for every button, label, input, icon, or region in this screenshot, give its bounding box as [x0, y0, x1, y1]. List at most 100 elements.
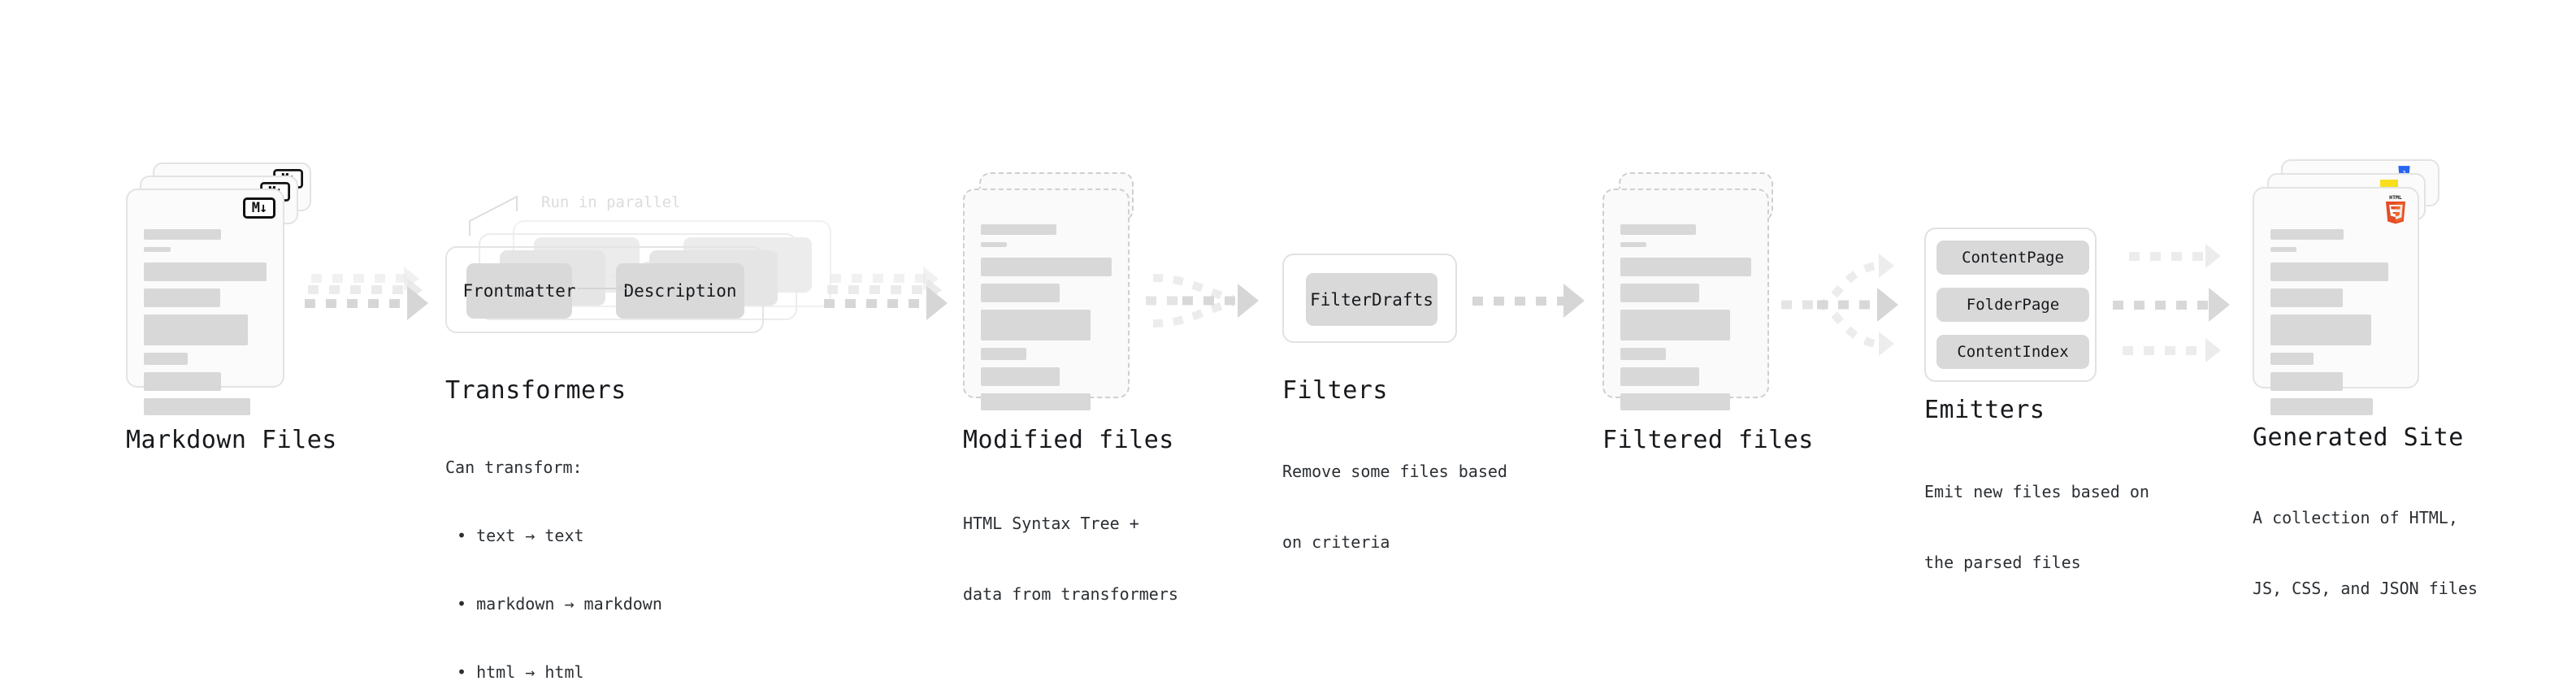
stage-modified-files: [963, 172, 1150, 424]
skeleton-bar: [1620, 393, 1731, 410]
arrow-line: [308, 285, 407, 294]
site-file-card-html: HTML: [2253, 187, 2419, 415]
connector-filters-to-filtered: [1472, 284, 1602, 319]
desc-line: • text → text: [457, 526, 584, 545]
arrow-line: [2129, 252, 2209, 261]
skeleton-bar: [2270, 262, 2388, 281]
desc-line: the parsed files: [1924, 553, 2081, 572]
stage-title-modified-files: Modified files: [963, 426, 1174, 454]
arrow-line: [827, 285, 926, 294]
run-in-parallel-bracket: [469, 195, 518, 236]
desc-line: on criteria: [1282, 532, 1390, 552]
skeleton-bar: [2270, 398, 2373, 415]
html5-icon: HTML: [2386, 194, 2405, 224]
arrow-head: [1879, 254, 1894, 278]
markdown-icon: M↓: [243, 197, 275, 219]
emitter-node-folderpage[interactable]: FolderPage: [1936, 288, 2089, 322]
desc-line: Can transform:: [445, 458, 583, 477]
stage-desc-filters: Remove some files based on criteria: [1282, 413, 1507, 601]
skeleton-bar: [144, 398, 251, 415]
connector-md-to-transformers: [305, 267, 441, 328]
markdown-file-card-front: M↓: [126, 189, 284, 415]
skeleton-bar: [144, 288, 220, 307]
arrow-head: [1877, 288, 1898, 322]
emitter-node-contentpage[interactable]: ContentPage: [1936, 241, 2089, 275]
arrow-line: [305, 299, 407, 308]
skeleton-bar: [2270, 247, 2297, 252]
stage-generated-site: 3 JS HTML: [2253, 159, 2456, 419]
skeleton-bar: [144, 229, 222, 240]
connector-transformers-to-modified: [824, 267, 961, 328]
arrow-head: [1563, 284, 1585, 318]
skeleton-bar: [2270, 288, 2343, 307]
desc-line: JS, CSS, and JSON files: [2253, 579, 2478, 598]
skeleton-bar: [981, 242, 1008, 247]
arrow-head: [2205, 338, 2221, 362]
stage-desc-transformers: Can transform: • text → text • markdown …: [445, 410, 662, 681]
skeleton-bar: [981, 367, 1060, 386]
arrow-head: [1879, 332, 1894, 356]
file-skeleton-bars: [981, 224, 1112, 418]
transformer-node-frontmatter[interactable]: Frontmatter: [462, 263, 576, 319]
skeleton-bar: [981, 224, 1057, 235]
stage-markdown-files: M↓ M↓ M↓: [126, 163, 313, 415]
file-skeleton-bars: [2270, 229, 2401, 423]
connector-modified-to-filters: [1142, 268, 1288, 333]
connector-filtered-to-emitters: [1780, 240, 1926, 370]
skeleton-bar: [2270, 353, 2314, 365]
arrow-head: [407, 286, 428, 320]
arrow-line: [2113, 301, 2212, 310]
skeleton-bar: [2270, 372, 2343, 391]
skeleton-bar: [2270, 229, 2344, 240]
skeleton-bar: [144, 372, 222, 391]
file-skeleton-bars: [1620, 224, 1751, 418]
connector-emitters-to-site: [2113, 241, 2251, 371]
skeleton-bar: [1620, 242, 1647, 247]
arrow-head: [2205, 244, 2221, 268]
arrow-line: [824, 299, 926, 308]
transformer-box-front: Frontmatter Description: [445, 246, 764, 333]
arrow-head: [2209, 288, 2230, 322]
stage-title-filtered-files: Filtered files: [1602, 426, 1814, 454]
stage-title-markdown-files: Markdown Files: [126, 426, 337, 454]
arrow-line: [2123, 346, 2209, 355]
skeleton-bar: [144, 314, 249, 345]
arrow-line: [830, 274, 926, 283]
skeleton-bar: [1620, 348, 1667, 360]
arrow-head: [926, 286, 948, 320]
stage-desc-modified-files: HTML Syntax Tree + data from transformer…: [963, 465, 1178, 653]
stage-desc-generated-site: A collection of HTML, JS, CSS, and JSON …: [2253, 459, 2478, 648]
desc-line: • markdown → markdown: [457, 594, 662, 614]
skeleton-bar: [981, 258, 1112, 276]
filter-node-filterdrafts[interactable]: FilterDrafts: [1306, 273, 1438, 326]
skeleton-bar: [1620, 224, 1697, 235]
fan-in-paths: [1146, 274, 1238, 327]
desc-line: Remove some files based: [1282, 462, 1507, 481]
skeleton-bar: [981, 284, 1060, 302]
skeleton-bar: [144, 262, 267, 281]
stage-title-emitters: Emitters: [1924, 396, 2045, 424]
skeleton-bar: [981, 348, 1027, 360]
desc-line: HTML Syntax Tree +: [963, 514, 1139, 533]
filtered-file-card-front: [1602, 189, 1769, 410]
desc-line: Emit new files based on: [1924, 482, 2149, 501]
stage-title-generated-site: Generated Site: [2253, 423, 2464, 452]
svg-text:HTML: HTML: [2389, 194, 2402, 201]
skeleton-bar: [1620, 284, 1699, 302]
desc-line: data from transformers: [963, 584, 1178, 604]
transformer-node-description[interactable]: Description: [616, 263, 744, 319]
arrow-line: [1472, 297, 1568, 306]
emitter-node-contentindex[interactable]: ContentIndex: [1936, 335, 2089, 369]
arrow-line: [311, 274, 407, 283]
transformer-inner-arrow: [577, 284, 627, 293]
skeleton-bar: [1620, 367, 1699, 386]
skeleton-bar: [144, 247, 171, 252]
skeleton-bar: [981, 393, 1091, 410]
arrow-head: [1238, 284, 1259, 318]
stage-title-transformers: Transformers: [445, 376, 627, 405]
stage-desc-emitters: Emit new files based on the parsed files: [1924, 433, 2149, 622]
skeleton-bar: [144, 353, 189, 365]
skeleton-bar: [981, 310, 1091, 340]
run-in-parallel-label: Run in parallel: [541, 193, 681, 211]
